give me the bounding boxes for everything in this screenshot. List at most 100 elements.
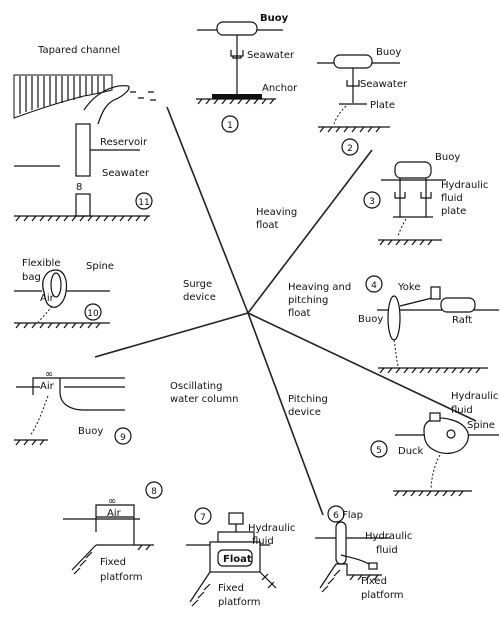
pto-box [368, 562, 378, 570]
slope-line [319, 563, 337, 589]
mooring-line [393, 339, 399, 367]
label-tapared-channel: Tapared channel [37, 45, 120, 56]
label-fixed: Fixed [100, 557, 126, 568]
label-raft: Raft [452, 315, 472, 326]
pto-cylinder [346, 80, 360, 87]
label-buoy: Buoy [376, 47, 401, 58]
label-yoke: Yoke [397, 282, 421, 293]
seabed-hatch [15, 322, 101, 329]
channel-wall [13, 74, 113, 119]
device-number: 11 [138, 198, 149, 208]
ground-hatch [73, 544, 151, 575]
label-buoy: Buoy [435, 152, 460, 163]
buoy [216, 21, 258, 36]
label-fixed: Fixed [218, 583, 244, 594]
seabed-hatch [197, 98, 275, 105]
device-number: 2 [347, 144, 353, 154]
divider-line [247, 312, 477, 422]
buoy [394, 161, 432, 179]
pto-cylinders [394, 192, 432, 199]
platform-slopes [189, 571, 277, 603]
number-badge [365, 275, 383, 293]
mooring-line [37, 305, 53, 323]
anchor-block [212, 94, 262, 99]
seabed-hatch [15, 215, 149, 222]
pto-cylinder [230, 50, 244, 59]
label-hydraulic: Hydraulic [441, 180, 488, 191]
device-number: 6 [333, 511, 339, 521]
number-badge [114, 427, 132, 445]
number-badge [341, 138, 359, 156]
device-number: 10 [87, 309, 99, 319]
spine-pivot [446, 429, 456, 439]
label-reservoir: Reservoir [100, 137, 148, 148]
label-plate: plate [441, 206, 466, 217]
label-hydraulic: Hydraulic [248, 523, 295, 534]
mooring-line [397, 218, 407, 238]
vertical-buoy [387, 295, 401, 341]
device-number: 5 [376, 446, 382, 456]
chamber-walls [95, 504, 135, 545]
yoke-joint [430, 286, 441, 300]
divider-line [247, 312, 324, 516]
label-air: Air [40, 293, 55, 304]
pto-box [228, 512, 244, 525]
air-gap-symbol: ∞ [108, 496, 116, 507]
number-badge [363, 191, 381, 209]
spine [50, 272, 62, 298]
divider-line [166, 106, 249, 314]
number-badge [145, 481, 163, 499]
label-fluid: fluid [451, 405, 473, 416]
pto-box [429, 412, 441, 422]
label-buoy: Buoy [358, 314, 383, 325]
divider-line [247, 149, 373, 314]
category-dividers [94, 106, 477, 516]
flap [335, 521, 347, 565]
label-plate: Plate [370, 100, 395, 111]
label-hydraulic: Hydraulic [365, 531, 412, 542]
air-gap-symbol: ∞ [45, 369, 53, 380]
label-spine: Spine [467, 420, 495, 431]
device-number: 1 [227, 121, 233, 131]
seabed-hatch [319, 126, 381, 133]
label-anchor: Anchor [262, 83, 298, 94]
label-buoy: Buoy [78, 426, 103, 437]
reservoir-column [75, 123, 91, 177]
raft [440, 297, 476, 313]
device-9-floating-owc: ∞ Air Buoy 9 [14, 369, 132, 446]
label-fixed: Fixed [361, 576, 387, 587]
mooring-line [430, 454, 441, 489]
device-number: 4 [371, 281, 377, 291]
label-spine: Spine [86, 261, 114, 272]
label-seawater: Seawater [102, 168, 150, 179]
number-badge [221, 115, 239, 133]
number-badge [135, 192, 153, 210]
label-duck: Duck [398, 446, 424, 457]
device-1-heaving-buoy-anchor: Buoy Seawater Anchor 1 [196, 13, 298, 133]
label-air: Air [107, 508, 122, 519]
platform-edge [336, 563, 382, 576]
seabed-hatch [379, 367, 481, 374]
device-3-heaving-hydraulic: Buoy Hydraulic fluid plate 3 [363, 152, 488, 246]
label-bag: bag [22, 272, 41, 283]
seabed-hatch [379, 239, 433, 246]
seabed-hatch [394, 490, 464, 497]
number-badge [370, 440, 388, 458]
duck-body [423, 417, 469, 454]
device-4-heaving-pitching-raft: Yoke Buoy Raft 4 [358, 275, 499, 374]
label-hydraulic: Hydraulic [451, 391, 498, 402]
divider-line [94, 312, 249, 358]
buoy [333, 54, 373, 69]
label-fluid: fluid [252, 536, 274, 547]
channel-hatch [19, 76, 105, 114]
device-number: 8 [151, 487, 157, 497]
device-number: 7 [200, 513, 206, 523]
label-platform: platform [100, 572, 143, 583]
